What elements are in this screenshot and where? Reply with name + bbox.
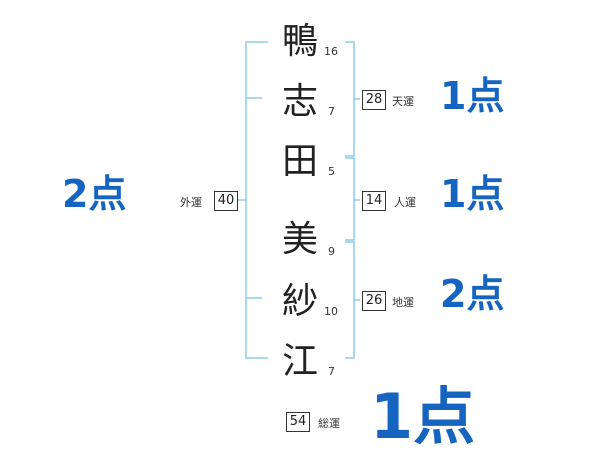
name-char-4: 美 xyxy=(281,219,318,260)
gaikaku-score: 2点 xyxy=(62,172,127,216)
stroke-count-2: 7 xyxy=(328,105,335,118)
gaikaku-label: 外運 xyxy=(180,196,202,209)
stroke-count-3: 5 xyxy=(328,165,335,178)
chikaku-score: 2点 xyxy=(440,272,505,316)
jinkaku-label: 人運 xyxy=(394,196,416,209)
stroke-count-5: 10 xyxy=(324,305,338,318)
name-char-2: 志 xyxy=(281,81,318,122)
outer-bracket xyxy=(245,41,268,359)
chikaku-bracket xyxy=(345,241,355,359)
name-char-5: 紗 xyxy=(281,281,318,322)
gaikaku-value: 40 xyxy=(214,191,238,211)
tenkaku-label: 天運 xyxy=(392,95,414,108)
jinkaku-value: 14 xyxy=(362,191,386,211)
soukaku-value: 54 xyxy=(286,412,310,432)
tenkaku-value: 28 xyxy=(362,90,386,110)
name-char-6: 江 xyxy=(281,341,318,382)
tenkaku-bracket xyxy=(345,41,355,157)
soukaku-label: 総運 xyxy=(318,417,340,430)
chikaku-label: 地運 xyxy=(392,296,414,309)
tenkaku-score: 1点 xyxy=(440,74,505,118)
stroke-count-6: 7 xyxy=(328,365,335,378)
stroke-count-1: 16 xyxy=(324,45,338,58)
jinkaku-score: 1点 xyxy=(440,172,505,216)
soukaku-score: 1点 xyxy=(370,380,476,453)
name-char-1: 鴨 xyxy=(281,21,318,62)
jinkaku-bracket xyxy=(345,157,355,241)
chikaku-value: 26 xyxy=(362,291,386,311)
stroke-count-4: 9 xyxy=(328,245,335,258)
name-char-3: 田 xyxy=(281,141,318,182)
